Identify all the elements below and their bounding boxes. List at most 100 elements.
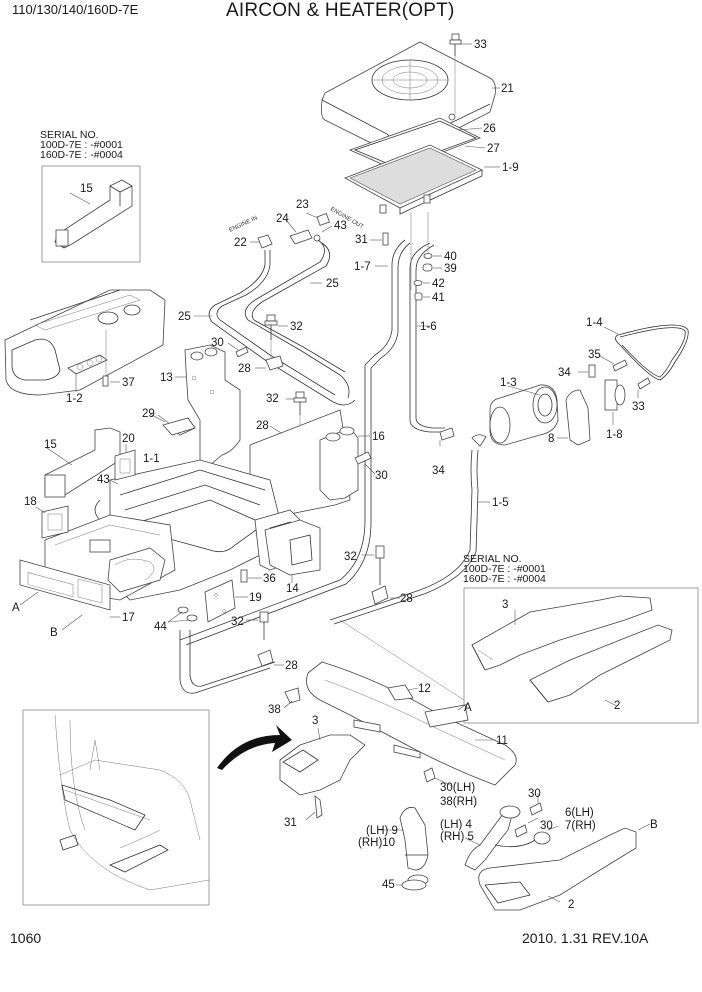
callout-38: 38 — [268, 704, 281, 716]
callout-A: A — [12, 602, 20, 614]
model-number: 110/130/140/160D-7E — [12, 2, 139, 17]
callout-22: 22 — [234, 237, 247, 249]
callout-10-rh: (RH)10 — [358, 837, 395, 849]
callout-1-6: 1-6 — [420, 321, 437, 333]
callout-28-d: 28 — [285, 660, 298, 672]
line-clamps-28 — [257, 545, 400, 667]
callout-11: 11 — [496, 735, 508, 747]
callout-41: 41 — [432, 292, 445, 304]
callout-labels: 33 21 26 27 1-9 23 24 43 22 31 40 39 42 … — [12, 39, 658, 911]
curved-arrow-icon — [217, 725, 292, 770]
callout-19: 19 — [249, 592, 262, 604]
bracket-13 — [175, 344, 241, 466]
page-number: 1060 — [10, 930, 42, 946]
seals-39-42 — [413, 253, 442, 301]
callout-30-lh: 30(LH) — [440, 782, 475, 794]
callout-4-lh: (LH) 4 — [440, 819, 473, 831]
belt-1-4 — [603, 324, 689, 381]
condenser-1-9 — [344, 144, 500, 215]
callout-24: 24 — [276, 213, 289, 225]
callout-39: 39 — [444, 263, 457, 275]
callout-36: 36 — [263, 573, 276, 585]
dashboard-panel — [4, 289, 166, 396]
callout-45: 45 — [382, 879, 395, 891]
callout-34-b: 34 — [432, 465, 445, 477]
callout-37: 37 — [122, 377, 135, 389]
callout-20: 20 — [122, 433, 135, 445]
callout-38-rh: 38(RH) — [440, 796, 477, 808]
compressor-1-3 — [439, 355, 651, 447]
center-duct-11 — [283, 661, 517, 786]
callout-3: 3 — [312, 715, 318, 727]
serial-heading-2: SERIAL NO. — [463, 553, 522, 565]
callout-32-c: 32 — [344, 551, 357, 563]
callout-32-d: 32 — [231, 616, 244, 628]
callout-16: 16 — [372, 431, 385, 443]
callout-28-b: 28 — [256, 420, 269, 432]
callout-15-inset: 15 — [80, 183, 93, 195]
callout-27: 27 — [487, 143, 500, 155]
callout-31: 31 — [355, 234, 368, 246]
bracket-16 — [249, 409, 376, 521]
callout-17: 17 — [122, 612, 135, 624]
page-title: AIRCON & HEATER(OPT) — [226, 0, 455, 21]
gasket-26-27 — [348, 117, 486, 171]
duct-3-lower — [279, 727, 366, 821]
bolt-33-top — [449, 33, 472, 115]
callout-9-lh: (LH) 9 — [366, 825, 398, 837]
duct-14 — [264, 519, 321, 583]
callout-B: B — [50, 627, 58, 639]
callout-18: 18 — [24, 496, 37, 508]
callout-25-b: 25 — [326, 278, 339, 290]
serial-heading-1: SERIAL NO. — [40, 129, 99, 141]
revision-date: 2010. 1.31 REV.10A — [522, 930, 649, 946]
serial-line-2b: 160D-7E : -#0004 — [463, 573, 546, 585]
callout-6-lh: 6(LH) — [565, 807, 594, 819]
callout-30-a: 30 — [211, 337, 224, 349]
callout-30-d: 30 — [540, 820, 553, 832]
callout-B-2: B — [650, 819, 658, 831]
callout-14: 14 — [286, 583, 299, 595]
callout-1-5: 1-5 — [492, 497, 509, 509]
serial-line-1a: 100D-7E : -#0001 — [40, 139, 123, 151]
bolt-31-top — [370, 232, 389, 246]
serial-inset-upper-left — [41, 165, 141, 263]
callout-32-a: 32 — [290, 321, 303, 333]
callout-30-c: 30 — [528, 788, 541, 800]
callout-2: 2 — [568, 899, 574, 911]
small-parts-lower — [149, 413, 276, 694]
callout-43: 43 — [334, 220, 347, 232]
callout-33: 33 — [474, 39, 487, 51]
callout-25-a: 25 — [178, 311, 191, 323]
callout-23: 23 — [296, 199, 309, 211]
lower-right-parts — [380, 767, 651, 911]
callout-A-2: A — [464, 702, 472, 714]
callout-28-a: 28 — [238, 363, 251, 375]
callout-30-b: 30 — [375, 470, 388, 482]
ducts-left — [19, 427, 136, 631]
callout-2-inset: 2 — [614, 700, 620, 712]
callout-33-b: 33 — [632, 401, 645, 413]
callout-1-2: 1-2 — [66, 393, 83, 405]
callout-44: 44 — [154, 621, 167, 633]
callout-21: 21 — [501, 83, 514, 95]
callout-34-a: 34 — [558, 367, 571, 379]
refrigerant-lines — [179, 212, 490, 646]
callout-15-b: 15 — [44, 439, 57, 451]
serial-line-2a: 100D-7E : -#0001 — [463, 563, 546, 575]
callout-1-7: 1-7 — [354, 261, 371, 273]
callout-29: 29 — [142, 408, 155, 420]
callout-1-3: 1-3 — [500, 377, 517, 389]
heater-hoses-25 — [194, 239, 356, 406]
callout-1-8: 1-8 — [606, 429, 623, 441]
callout-7-rh: 7(RH) — [565, 820, 596, 832]
callout-8: 8 — [548, 433, 554, 445]
callout-32-b: 32 — [266, 393, 279, 405]
callout-3-inset: 3 — [502, 599, 508, 611]
callout-35: 35 — [588, 349, 601, 361]
callout-12: 12 — [418, 683, 431, 695]
callout-13: 13 — [160, 372, 173, 384]
callout-1-1: 1-1 — [143, 453, 160, 465]
serial-line-1b: 160D-7E : -#0004 — [40, 149, 123, 161]
